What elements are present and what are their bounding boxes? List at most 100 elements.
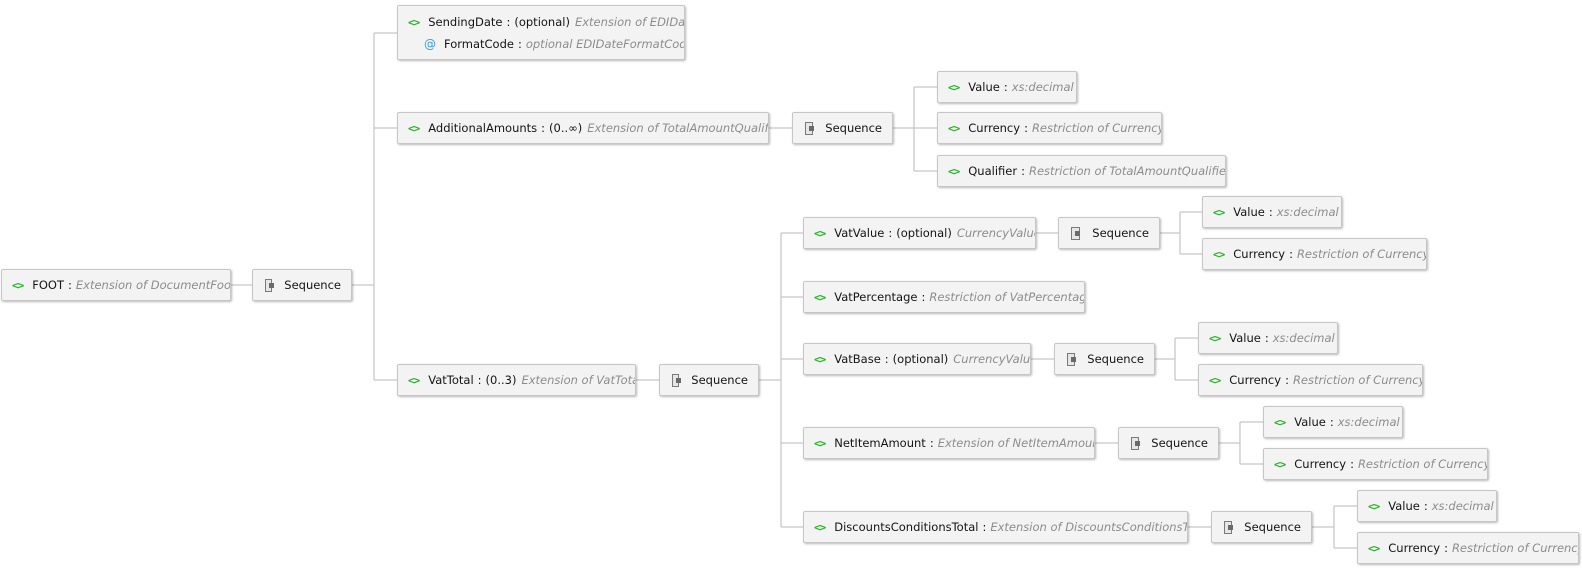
element-separator: : bbox=[982, 520, 987, 534]
element-occurrence: (optional) bbox=[892, 352, 949, 366]
element-name: VatPercentage bbox=[834, 290, 918, 304]
sequence-node-root[interactable]: Sequence bbox=[252, 269, 352, 301]
element-node-vat-value[interactable]: <> VatValue : (optional) CurrencyValue bbox=[803, 217, 1036, 249]
sequence-label: Sequence bbox=[1151, 436, 1208, 450]
element-name: DiscountsConditionsTotal bbox=[834, 520, 979, 534]
element-name: Value bbox=[1294, 415, 1326, 429]
element-separator: : bbox=[506, 15, 511, 29]
element-occurrence: (optional) bbox=[896, 226, 952, 240]
element-separator: : bbox=[1350, 457, 1354, 471]
element-separator: : bbox=[921, 290, 926, 304]
element-type: xs:decimal bbox=[1011, 80, 1074, 94]
sequence-node-vat-value[interactable]: Sequence bbox=[1058, 217, 1160, 249]
element-icon: <> bbox=[1209, 331, 1221, 345]
element-separator: : bbox=[1021, 164, 1025, 178]
element-name: Currency bbox=[1294, 457, 1347, 471]
element-separator: : bbox=[1003, 80, 1008, 94]
element-type: xs:decimal bbox=[1272, 331, 1335, 345]
element-icon: <> bbox=[814, 290, 826, 304]
element-node-aa-qualifier[interactable]: <> Qualifier : Restriction of TotalAmoun… bbox=[937, 155, 1226, 187]
element-type: Restriction of Currency bbox=[1357, 457, 1488, 471]
element-separator: : bbox=[1024, 121, 1028, 135]
element-separator: : bbox=[1264, 331, 1269, 345]
element-node-net-item-amount-value[interactable]: <> Value : xs:decimal bbox=[1263, 406, 1403, 438]
element-separator: : bbox=[1423, 499, 1428, 513]
element-name: Currency bbox=[1388, 541, 1441, 555]
element-icon: <> bbox=[814, 352, 826, 366]
element-node-discounts-value[interactable]: <> Value : xs:decimal bbox=[1357, 490, 1497, 522]
sequence-node-additional-amounts[interactable]: Sequence bbox=[792, 112, 893, 144]
connector-vat-total bbox=[636, 232, 803, 528]
element-name: Currency bbox=[1233, 247, 1286, 261]
element-separator: : bbox=[1268, 205, 1273, 219]
element-separator: : bbox=[888, 226, 893, 240]
element-node-vat-base-currency[interactable]: <> Currency : Restriction of Currency bbox=[1198, 364, 1423, 396]
element-type: Extension of NetItemAmount bbox=[937, 436, 1095, 450]
element-name: VatBase bbox=[834, 352, 881, 366]
sequence-node-vat-total[interactable]: Sequence bbox=[659, 364, 759, 396]
element-node-net-item-amount-currency[interactable]: <> Currency : Restriction of Currency bbox=[1263, 448, 1488, 480]
connector-net-item-amount bbox=[1095, 421, 1263, 465]
element-type: Restriction of Currency bbox=[1296, 247, 1427, 261]
element-node-vat-value-currency[interactable]: <> Currency : Restriction of Currency bbox=[1202, 238, 1427, 270]
connector-vat-value bbox=[1036, 211, 1202, 255]
element-node-vat-total[interactable]: <> VatTotal : (0..3) Extension of VatTot… bbox=[397, 364, 636, 396]
element-node-vat-base-value[interactable]: <> Value : xs:decimal bbox=[1198, 322, 1338, 354]
attribute-at-icon: @ bbox=[424, 37, 436, 51]
element-icon: <> bbox=[814, 436, 826, 450]
element-type: xs:decimal bbox=[1276, 205, 1339, 219]
attribute-type: optional EDIDateFormatCode bbox=[525, 37, 685, 51]
element-name: AdditionalAmounts bbox=[428, 121, 538, 135]
element-node-aa-value[interactable]: <> Value : xs:decimal bbox=[937, 71, 1077, 103]
element-node-discounts-currency[interactable]: <> Currency : Restriction of Currency bbox=[1357, 532, 1579, 564]
element-name: VatTotal bbox=[428, 373, 474, 387]
element-separator: : bbox=[1289, 247, 1293, 261]
sequence-label: Sequence bbox=[825, 121, 882, 135]
sequence-compositor-icon bbox=[1071, 226, 1081, 240]
element-node-discounts-conditions-total[interactable]: <> DiscountsConditionsTotal : Extension … bbox=[803, 511, 1188, 543]
element-icon: <> bbox=[12, 278, 24, 292]
attribute-row-format-code[interactable]: @ FormatCode : optional EDIDateFormatCod… bbox=[408, 33, 685, 55]
sequence-compositor-icon bbox=[1131, 436, 1141, 450]
sequence-node-net-item-amount[interactable]: Sequence bbox=[1118, 427, 1219, 459]
element-node-foot[interactable]: <> FOOT : Extension of DocumentFoot bbox=[1, 269, 231, 301]
element-separator: : bbox=[929, 436, 934, 450]
element-separator: : bbox=[68, 278, 72, 292]
sequence-label: Sequence bbox=[691, 373, 748, 387]
element-separator: : bbox=[1444, 541, 1448, 555]
element-name: Currency bbox=[968, 121, 1021, 135]
element-node-vat-percentage[interactable]: <> VatPercentage : Restriction of VatPer… bbox=[803, 281, 1085, 313]
element-icon: <> bbox=[948, 121, 960, 135]
sequence-compositor-icon bbox=[805, 121, 815, 135]
sequence-label: Sequence bbox=[1092, 226, 1149, 240]
element-node-sending-date[interactable]: <> SendingDate : (optional) Extension of… bbox=[397, 5, 685, 60]
connector-discounts bbox=[1188, 505, 1357, 549]
element-separator: : bbox=[477, 373, 482, 387]
element-icon: <> bbox=[1274, 415, 1286, 429]
element-type: Extension of DocumentFoot bbox=[75, 278, 231, 292]
element-occurrence: (0..3) bbox=[485, 373, 517, 387]
element-type: xs:decimal bbox=[1431, 499, 1494, 513]
element-type: xs:decimal bbox=[1337, 415, 1400, 429]
element-node-additional-amounts[interactable]: <> AdditionalAmounts : (0..∞) Extension … bbox=[397, 112, 769, 144]
attribute-separator: : bbox=[517, 37, 522, 51]
element-type: Extension of DiscountsConditionsTotal bbox=[990, 520, 1188, 534]
element-name: NetItemAmount bbox=[834, 436, 926, 450]
element-name: Qualifier bbox=[968, 164, 1018, 178]
element-type: Restriction of Currency bbox=[1031, 121, 1162, 135]
element-name: VatValue bbox=[834, 226, 885, 240]
element-node-vat-base[interactable]: <> VatBase : (optional) CurrencyValue bbox=[803, 343, 1031, 375]
sequence-compositor-icon bbox=[1067, 352, 1077, 366]
sequence-label: Sequence bbox=[1244, 520, 1301, 534]
element-node-net-item-amount[interactable]: <> NetItemAmount : Extension of NetItemA… bbox=[803, 427, 1095, 459]
element-node-vat-value-value[interactable]: <> Value : xs:decimal bbox=[1202, 196, 1342, 228]
sequence-node-discounts-conditions-total[interactable]: Sequence bbox=[1211, 511, 1312, 543]
sequence-node-vat-base[interactable]: Sequence bbox=[1054, 343, 1155, 375]
sequence-compositor-icon bbox=[1224, 520, 1234, 534]
element-type: Extension of EDIDate bbox=[574, 15, 685, 29]
element-node-aa-currency[interactable]: <> Currency : Restriction of Currency bbox=[937, 112, 1162, 144]
element-separator: : bbox=[541, 121, 546, 135]
element-occurrence: (optional) bbox=[514, 15, 570, 29]
element-name: Value bbox=[1388, 499, 1420, 513]
